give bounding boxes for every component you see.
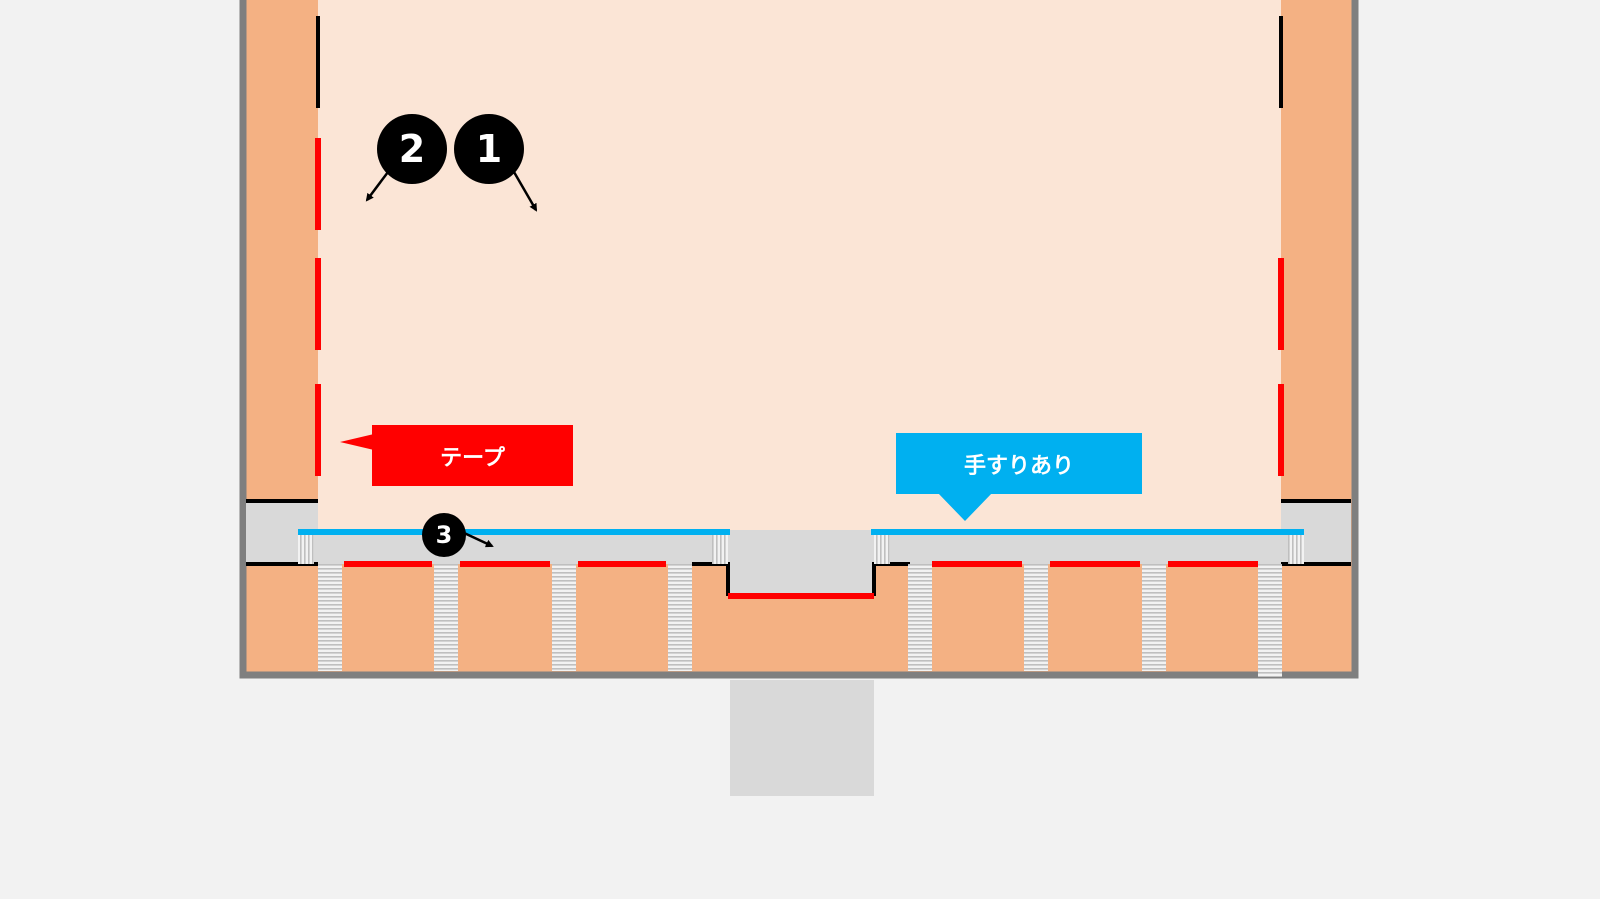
marker-arrows <box>365 171 538 548</box>
tape-lines <box>315 138 1284 599</box>
entrance-path <box>730 680 874 796</box>
handrail-callout: 手すりあり <box>896 433 1142 494</box>
marker-2-number: 2 <box>398 127 426 171</box>
marker-3-number: 3 <box>435 521 453 549</box>
tape-callout-pointer <box>340 434 374 450</box>
marker-3: 3 <box>422 513 466 557</box>
tape-label: テープ <box>440 445 505 471</box>
marker-1: 1 <box>454 114 524 184</box>
tape-callout: テープ <box>372 425 573 486</box>
marker-1-number: 1 <box>475 127 503 171</box>
central-recess <box>728 530 874 596</box>
marker-2: 2 <box>377 114 447 184</box>
step-posts <box>298 534 1304 677</box>
handrail-label: 手すりあり <box>963 453 1074 479</box>
handrail-callout-pointer <box>937 492 993 521</box>
